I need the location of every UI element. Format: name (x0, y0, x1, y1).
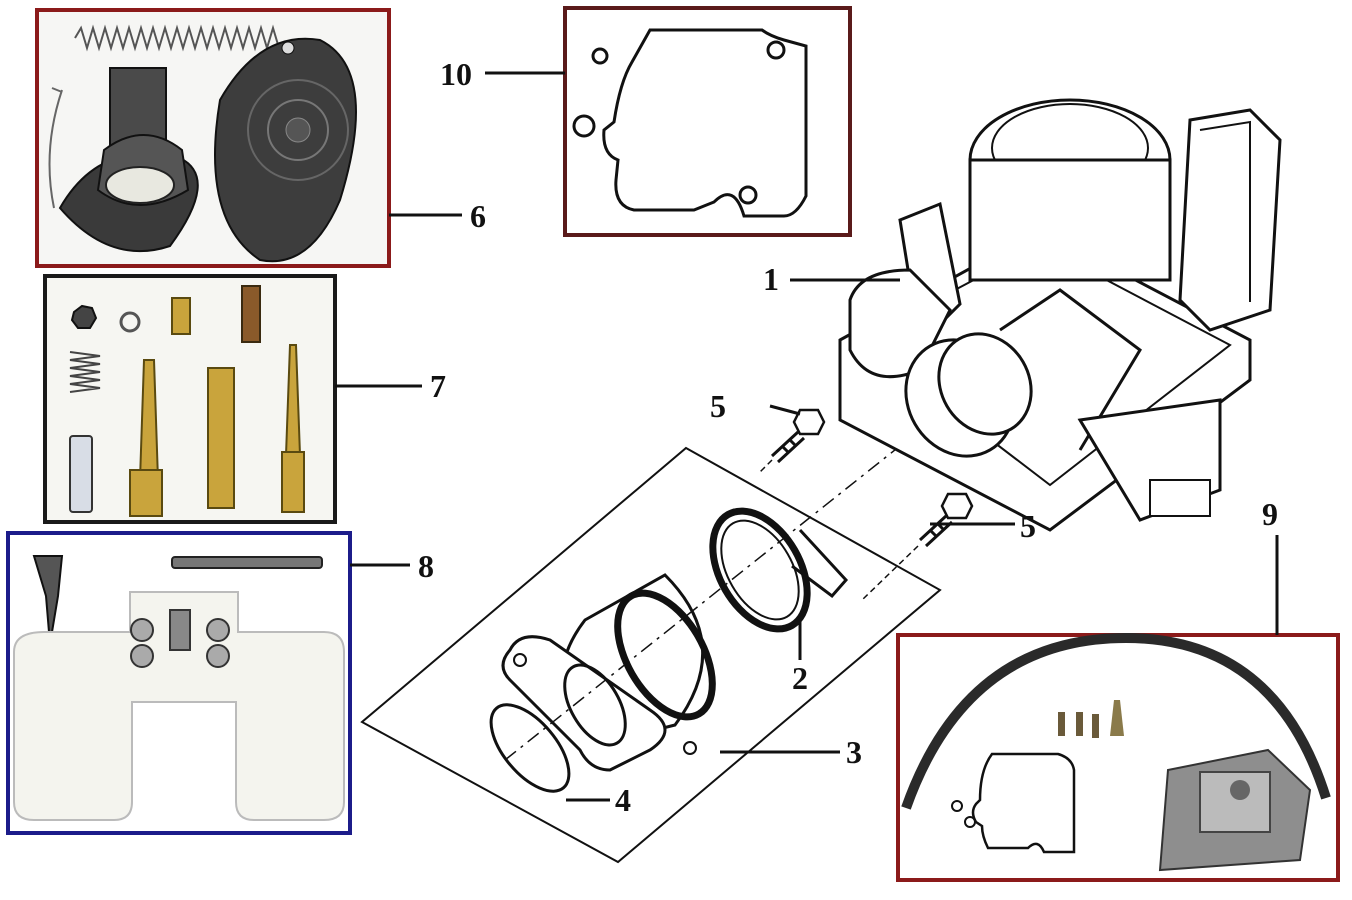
main-jet-holder (241, 285, 261, 343)
jet-kit-box (43, 274, 337, 524)
screw-lower (861, 492, 974, 601)
intake-band-clamp (709, 507, 811, 633)
kit-needle (1110, 700, 1124, 736)
kit-screw-2 (1076, 712, 1083, 736)
callout-3: 3 (846, 734, 862, 770)
float (13, 591, 345, 821)
rebuild-kit-box (896, 632, 1340, 882)
float-pin (171, 556, 323, 569)
idle-screw (69, 435, 93, 513)
gasket-outline (602, 28, 808, 218)
diaphragm-slide-kit-box (35, 8, 391, 268)
diaphragm-cover (214, 37, 357, 263)
needle-clip (48, 87, 63, 209)
slide-spring (74, 24, 280, 52)
leader-lines (335, 71, 1279, 802)
callout-9: 9 (1262, 496, 1278, 532)
jet-nut (70, 304, 98, 329)
callout-6: 6 (470, 198, 486, 234)
callout-1: 1 (763, 261, 779, 297)
callout-10: 10 (440, 56, 472, 92)
callout-4: 4 (615, 782, 631, 818)
needle-jet-2 (207, 367, 235, 509)
callout-7: 7 (430, 368, 446, 404)
fuel-hose (901, 632, 1331, 810)
float-needle-valve (32, 555, 64, 645)
callout-8: 8 (418, 548, 434, 584)
callout-2: 2 (792, 660, 808, 696)
callout-5b: 5 (1020, 508, 1036, 544)
float-assembly-box (6, 531, 352, 835)
pilot-jet (171, 297, 191, 335)
float-bowl-gasket-box (563, 6, 852, 237)
intake-manifold-kit-frame (360, 429, 942, 864)
kit-screw-3 (1092, 714, 1099, 738)
screw-upper (759, 408, 826, 473)
carburetor-body (838, 98, 1282, 532)
o-ring (489, 703, 571, 793)
small-o-ring (119, 311, 141, 333)
callout-5a: 5 (710, 388, 726, 424)
idle-spring (69, 351, 101, 393)
kit-screw-1 (1058, 712, 1065, 736)
needle-jet-1 (138, 359, 160, 481)
kit-gasket (971, 752, 1076, 854)
